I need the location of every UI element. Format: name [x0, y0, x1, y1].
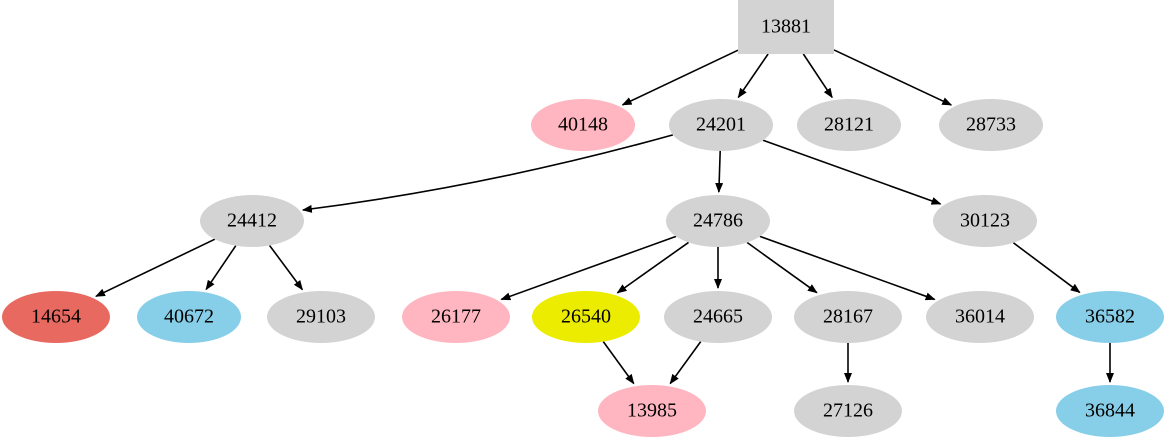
node-27126[interactable]: 27126: [794, 385, 902, 437]
node-36014[interactable]: 36014: [926, 291, 1034, 343]
edge-24786-to-36014: [759, 235, 936, 301]
node-28733[interactable]: 28733: [939, 99, 1043, 151]
node-shape-40672[interactable]: [137, 291, 241, 343]
edge-24201-to-24786: [715, 150, 724, 194]
node-shape-36582[interactable]: [1056, 291, 1164, 343]
node-shape-13985[interactable]: [598, 385, 706, 437]
node-shape-26540[interactable]: [532, 291, 640, 343]
node-shape-40148[interactable]: [531, 99, 635, 151]
node-24412[interactable]: 24412: [200, 195, 304, 247]
edge-24412-to-29103: [268, 244, 304, 291]
node-26540[interactable]: 26540: [532, 291, 640, 343]
edge-13881-to-28121: [802, 53, 833, 99]
edge-24786-to-26540: [616, 241, 690, 294]
node-shape-24201[interactable]: [669, 99, 773, 151]
node-26177[interactable]: 26177: [402, 291, 510, 343]
edge-24786-to-28167: [746, 241, 818, 294]
node-shape-36844[interactable]: [1056, 385, 1164, 437]
edge-24412-to-40672: [205, 245, 237, 291]
node-30123[interactable]: 30123: [933, 195, 1037, 247]
node-shape-27126[interactable]: [794, 385, 902, 437]
node-shape-24786[interactable]: [666, 195, 770, 247]
node-24665[interactable]: 24665: [664, 291, 772, 343]
node-14654[interactable]: 14654: [2, 291, 110, 343]
edge-30123-to-36582: [1012, 242, 1081, 294]
node-shape-28733[interactable]: [939, 99, 1043, 151]
node-13985[interactable]: 13985: [598, 385, 706, 437]
node-shape-28167[interactable]: [794, 291, 902, 343]
edge-13881-to-40148: [621, 49, 739, 106]
edge-24786-to-26177: [500, 235, 677, 301]
node-28121[interactable]: 28121: [797, 99, 901, 151]
edge-24412-to-14654: [95, 238, 216, 298]
edge-24665-to-13985: [669, 341, 702, 385]
node-24201[interactable]: 24201: [669, 99, 773, 151]
node-28167[interactable]: 28167: [794, 291, 902, 343]
node-shape-14654[interactable]: [2, 291, 110, 343]
node-shape-26177[interactable]: [402, 291, 510, 343]
nodes-layer: 13881 40148 24201 28121 28733 24412 24786 30123…: [2, 0, 1164, 437]
node-shape-24665[interactable]: [664, 291, 772, 343]
node-shape-36014[interactable]: [926, 291, 1034, 343]
edge-26540-to-13985: [602, 341, 635, 385]
edge-13881-to-28733: [833, 49, 953, 106]
edges-layer: [95, 49, 1114, 385]
node-13881[interactable]: 13881: [738, 0, 834, 54]
edge-13881-to-24201: [737, 53, 769, 99]
node-shape-30123[interactable]: [933, 195, 1037, 247]
node-36844[interactable]: 36844: [1056, 385, 1164, 437]
node-29103[interactable]: 29103: [267, 291, 375, 343]
node-24786[interactable]: 24786: [666, 195, 770, 247]
node-shape-28121[interactable]: [797, 99, 901, 151]
node-shape-29103[interactable]: [267, 291, 375, 343]
edge-24201-to-24412: [301, 134, 674, 213]
node-40148[interactable]: 40148: [531, 99, 635, 151]
node-40672[interactable]: 40672: [137, 291, 241, 343]
node-shape-13881[interactable]: [738, 0, 834, 54]
node-shape-24412[interactable]: [200, 195, 304, 247]
edge-24201-to-30123: [762, 139, 942, 205]
node-36582[interactable]: 36582: [1056, 291, 1164, 343]
